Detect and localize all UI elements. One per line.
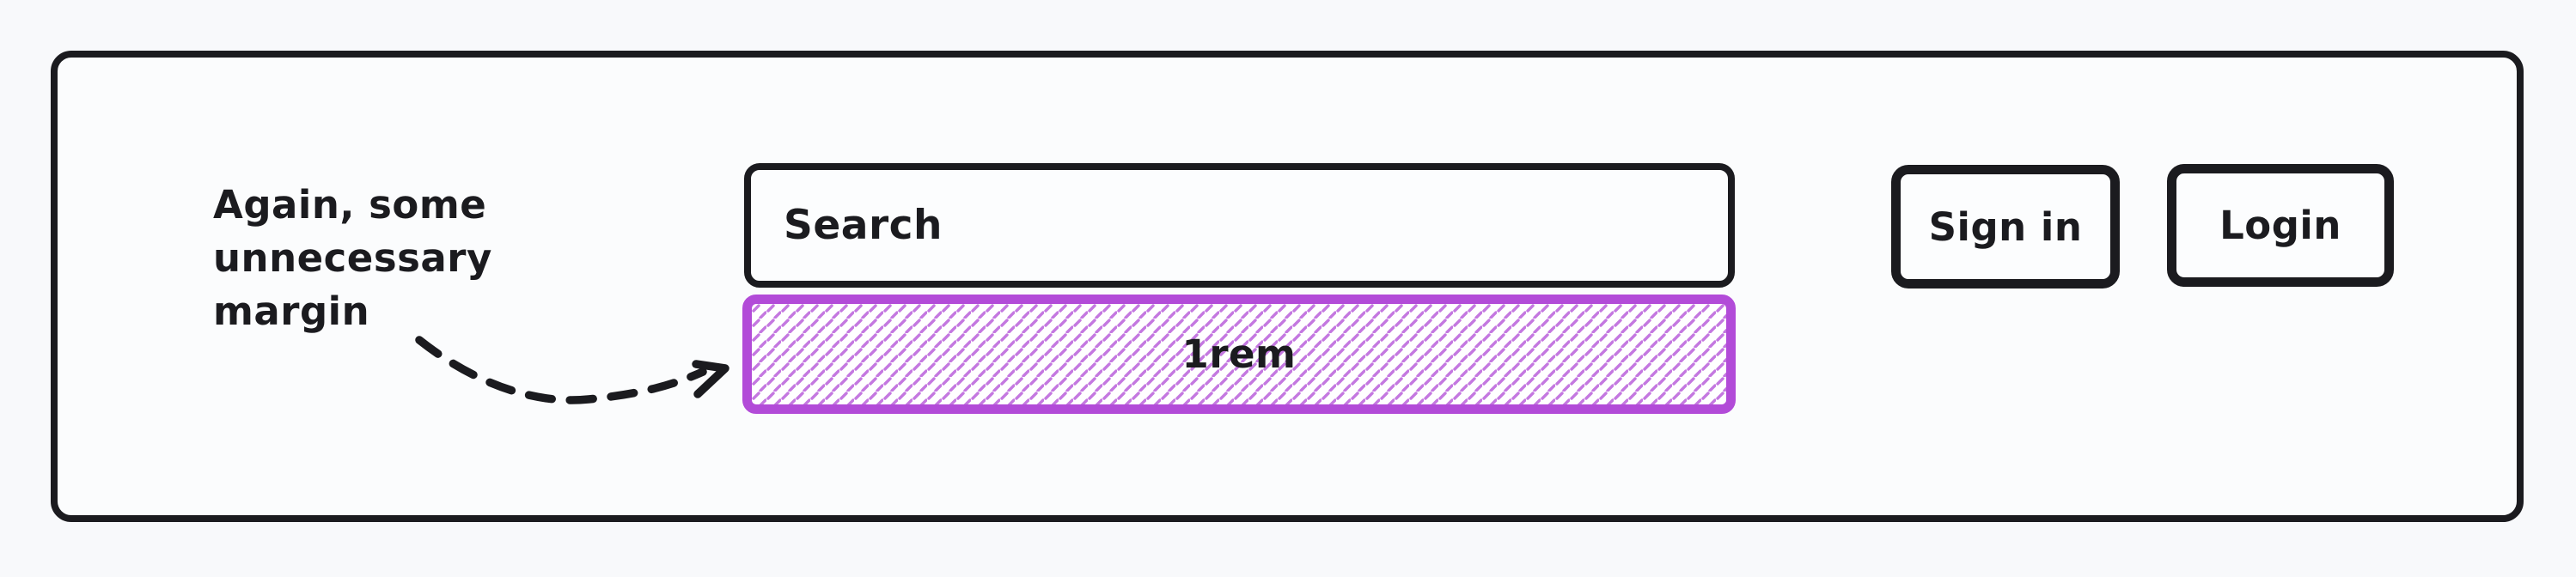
- search-placeholder-text: Search: [784, 202, 943, 249]
- sign-in-button-label: Sign in: [1928, 203, 2083, 250]
- margin-size-label: 1rem: [1181, 331, 1297, 377]
- login-button[interactable]: Login: [2167, 164, 2394, 287]
- hatch-pattern: [752, 304, 1726, 404]
- margin-highlight-box: 1rem: [742, 295, 1736, 414]
- annotation-line-3: margin: [213, 288, 370, 334]
- search-input[interactable]: Search: [744, 163, 1735, 288]
- margin-annotation: Again, some unnecessary margin: [213, 179, 492, 338]
- sign-in-button[interactable]: Sign in: [1891, 165, 2120, 288]
- annotation-line-1: Again, some: [213, 182, 487, 228]
- login-button-label: Login: [2219, 203, 2341, 248]
- annotation-line-2: unnecessary: [213, 235, 492, 281]
- annotation-arrow-icon: [415, 336, 729, 404]
